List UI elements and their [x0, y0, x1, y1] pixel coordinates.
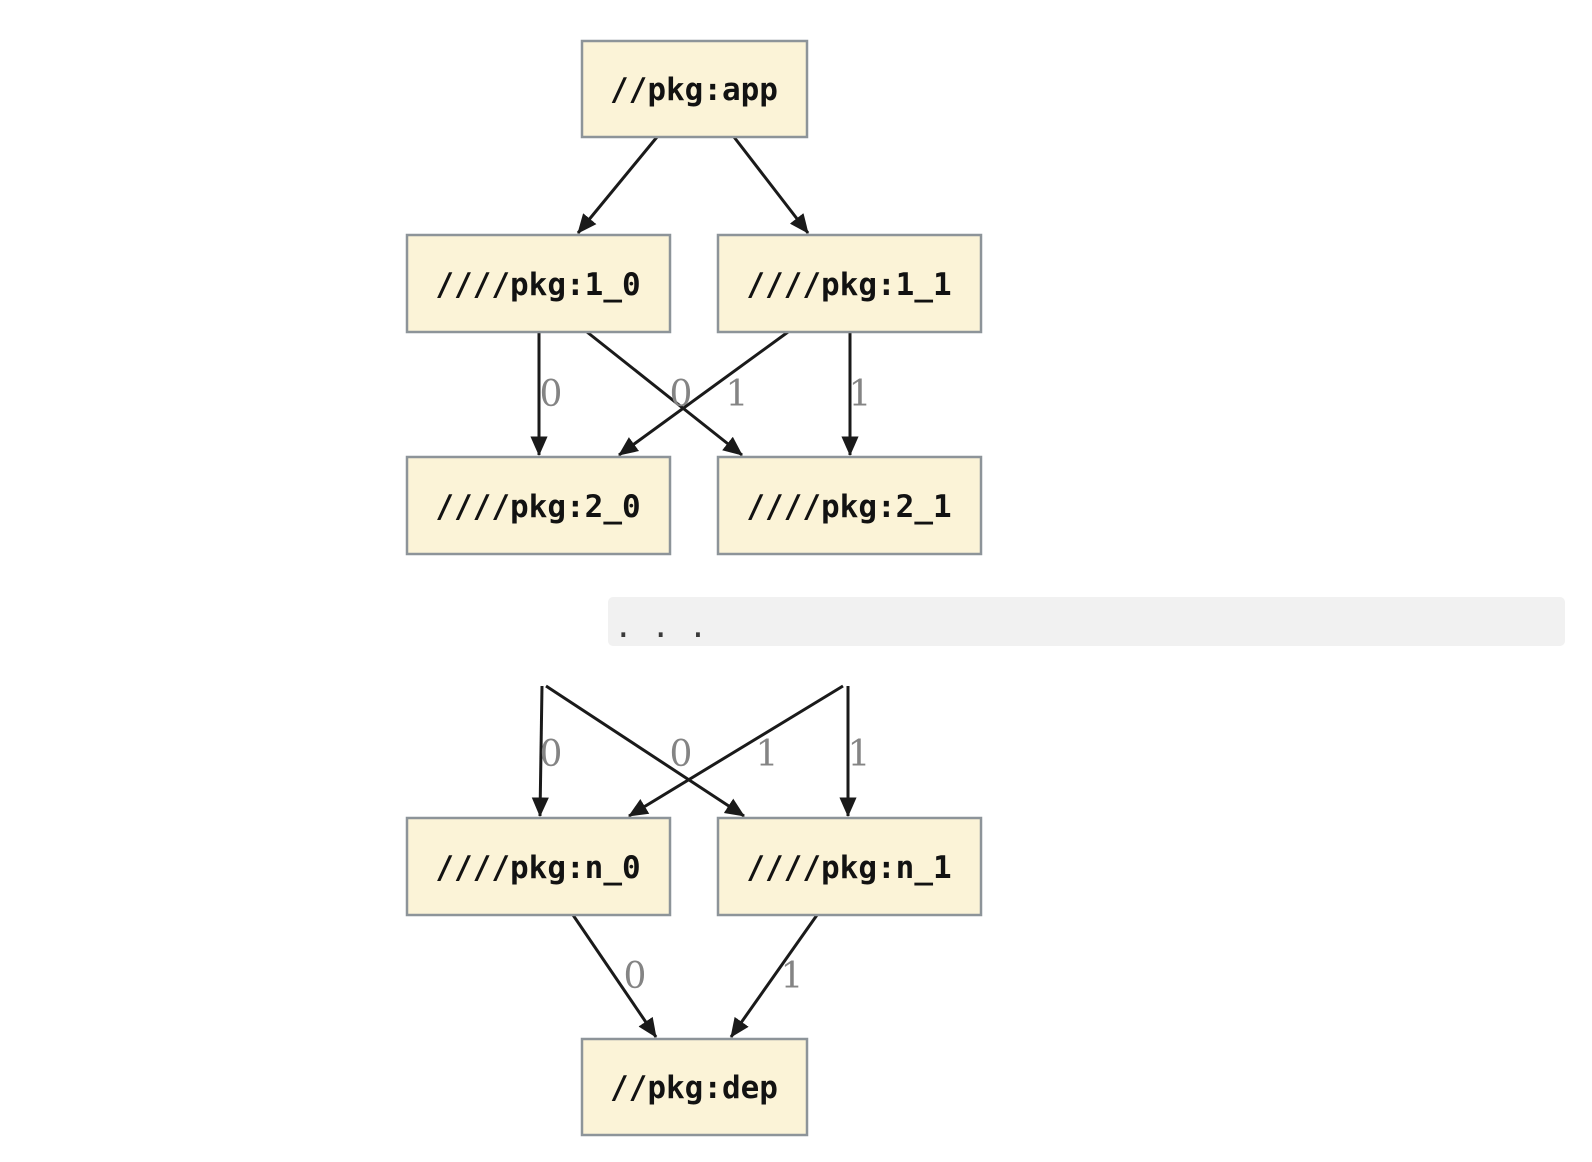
edge-label-1-0-to-2-0: 0 — [540, 374, 563, 415]
node-pkg-n-0: ////pkg:n_0 — [405, 816, 672, 917]
edge-hidden-to-n-0-cross — [628, 684, 844, 818]
edge-app-to-1-0 — [576, 136, 659, 234]
edge-hidden-to-n-1-cross — [545, 684, 745, 818]
node-pkg-1-1-box — [716, 233, 983, 334]
node-pkg-n-1-label: ////pkg:n_1 — [746, 850, 951, 886]
node-pkg-n-0-box — [405, 816, 672, 917]
node-pkg-1-0-label: ////pkg:1_0 — [435, 267, 640, 303]
node-pkg-dep-label: //pkg:dep — [610, 1070, 778, 1106]
node-pkg-dep-box — [580, 1037, 809, 1137]
edge-label-hidden-to-n-1-straight: 1 — [848, 734, 871, 775]
node-app: //pkg:app — [580, 39, 809, 139]
ellipsis-band: . . . — [608, 597, 1565, 646]
node-pkg-1-0-box — [405, 233, 672, 334]
node-pkg-2-1: ////pkg:2_1 — [716, 455, 983, 556]
edge-1-0-to-2-1 — [586, 330, 743, 457]
edge-label-hidden-to-n-0-straight: 0 — [540, 734, 563, 775]
node-pkg-1-1-label: ////pkg:1_1 — [746, 267, 951, 303]
edge-n-1-to-dep — [729, 914, 819, 1038]
node-pkg-2-1-box — [716, 455, 983, 556]
ellipsis-text: . . . — [614, 609, 707, 645]
edge-n-0-to-dep — [571, 914, 658, 1038]
edge-label-hidden-to-n-0-cross: 0 — [670, 734, 693, 775]
node-app-label: //pkg:app — [610, 72, 778, 108]
node-pkg-dep: //pkg:dep — [580, 1037, 809, 1137]
edge-label-1-0-to-2-1: 1 — [726, 374, 749, 415]
edge-hidden-to-n-0-straight — [531, 685, 549, 817]
node-pkg-2-0-label: ////pkg:2_0 — [435, 489, 640, 525]
node-pkg-n-0-label: ////pkg:n_0 — [435, 850, 640, 886]
node-pkg-1-1: ////pkg:1_1 — [716, 233, 983, 334]
node-pkg-n-1-box — [716, 816, 983, 917]
node-app-box — [580, 39, 809, 139]
edge-label-hidden-to-n-1-cross: 1 — [756, 734, 779, 775]
node-pkg-2-1-label: ////pkg:2_1 — [746, 489, 951, 525]
node-pkg-1-0: ////pkg:1_0 — [405, 233, 672, 334]
edge-app-to-1-1 — [732, 136, 810, 234]
node-pkg-n-1: ////pkg:n_1 — [716, 816, 983, 917]
edge-label-1-1-to-2-1: 1 — [849, 374, 872, 415]
node-pkg-2-0-box — [405, 455, 672, 556]
ellipsis-band-background — [608, 597, 1565, 646]
edge-1-1-to-2-0 — [618, 330, 789, 457]
edge-label-n-0-to-dep: 0 — [624, 956, 647, 997]
edge-label-n-1-to-dep: 1 — [781, 956, 804, 997]
node-pkg-2-0: ////pkg:2_0 — [405, 455, 672, 556]
edge-label-1-1-to-2-0: 0 — [670, 374, 693, 415]
